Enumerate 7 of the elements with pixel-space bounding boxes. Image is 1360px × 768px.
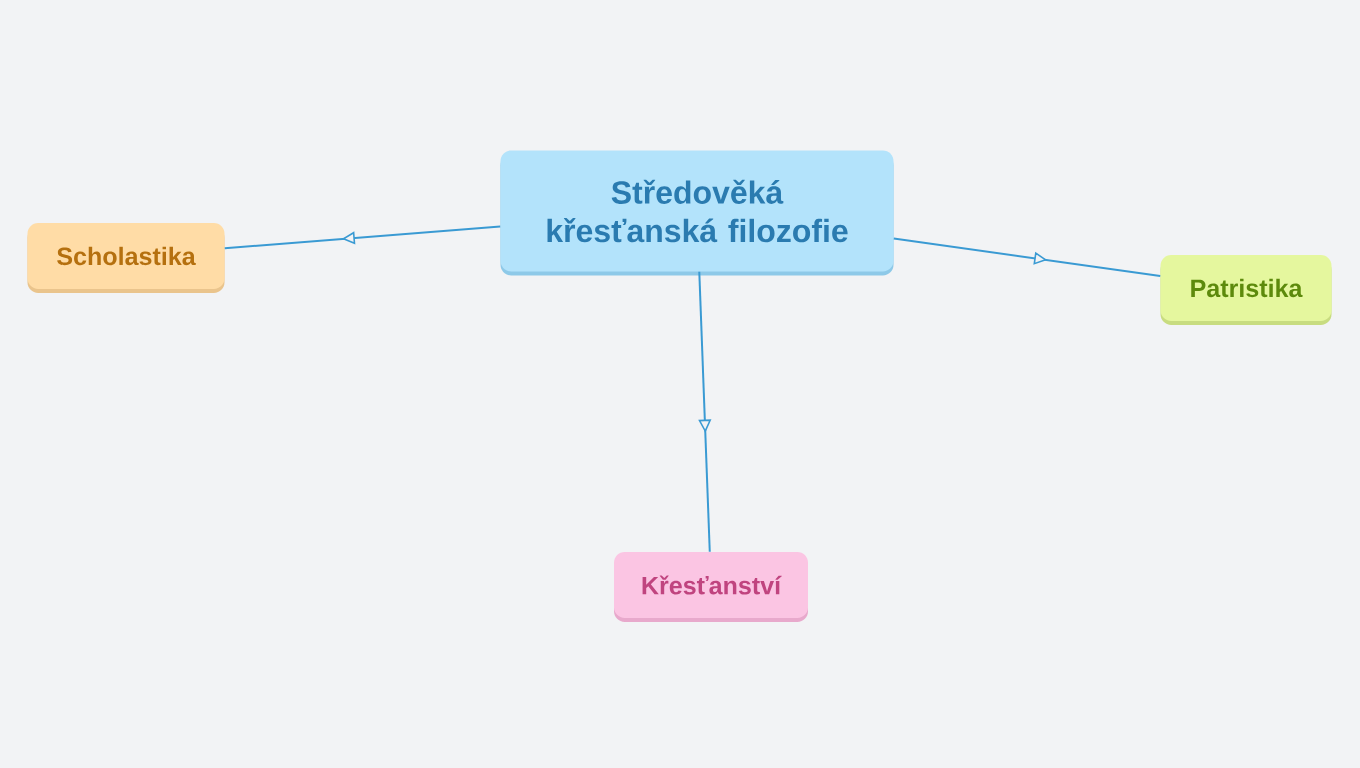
topic-box: Křesťanství [614, 552, 808, 622]
topic-box: Patristika [1160, 255, 1332, 325]
topic-box: Scholastika [27, 223, 225, 293]
arrow [223, 225, 502, 250]
topic-box: Středověká křesťanská filozofie [500, 150, 894, 276]
arrow [698, 270, 712, 553]
arrow [892, 237, 1162, 277]
